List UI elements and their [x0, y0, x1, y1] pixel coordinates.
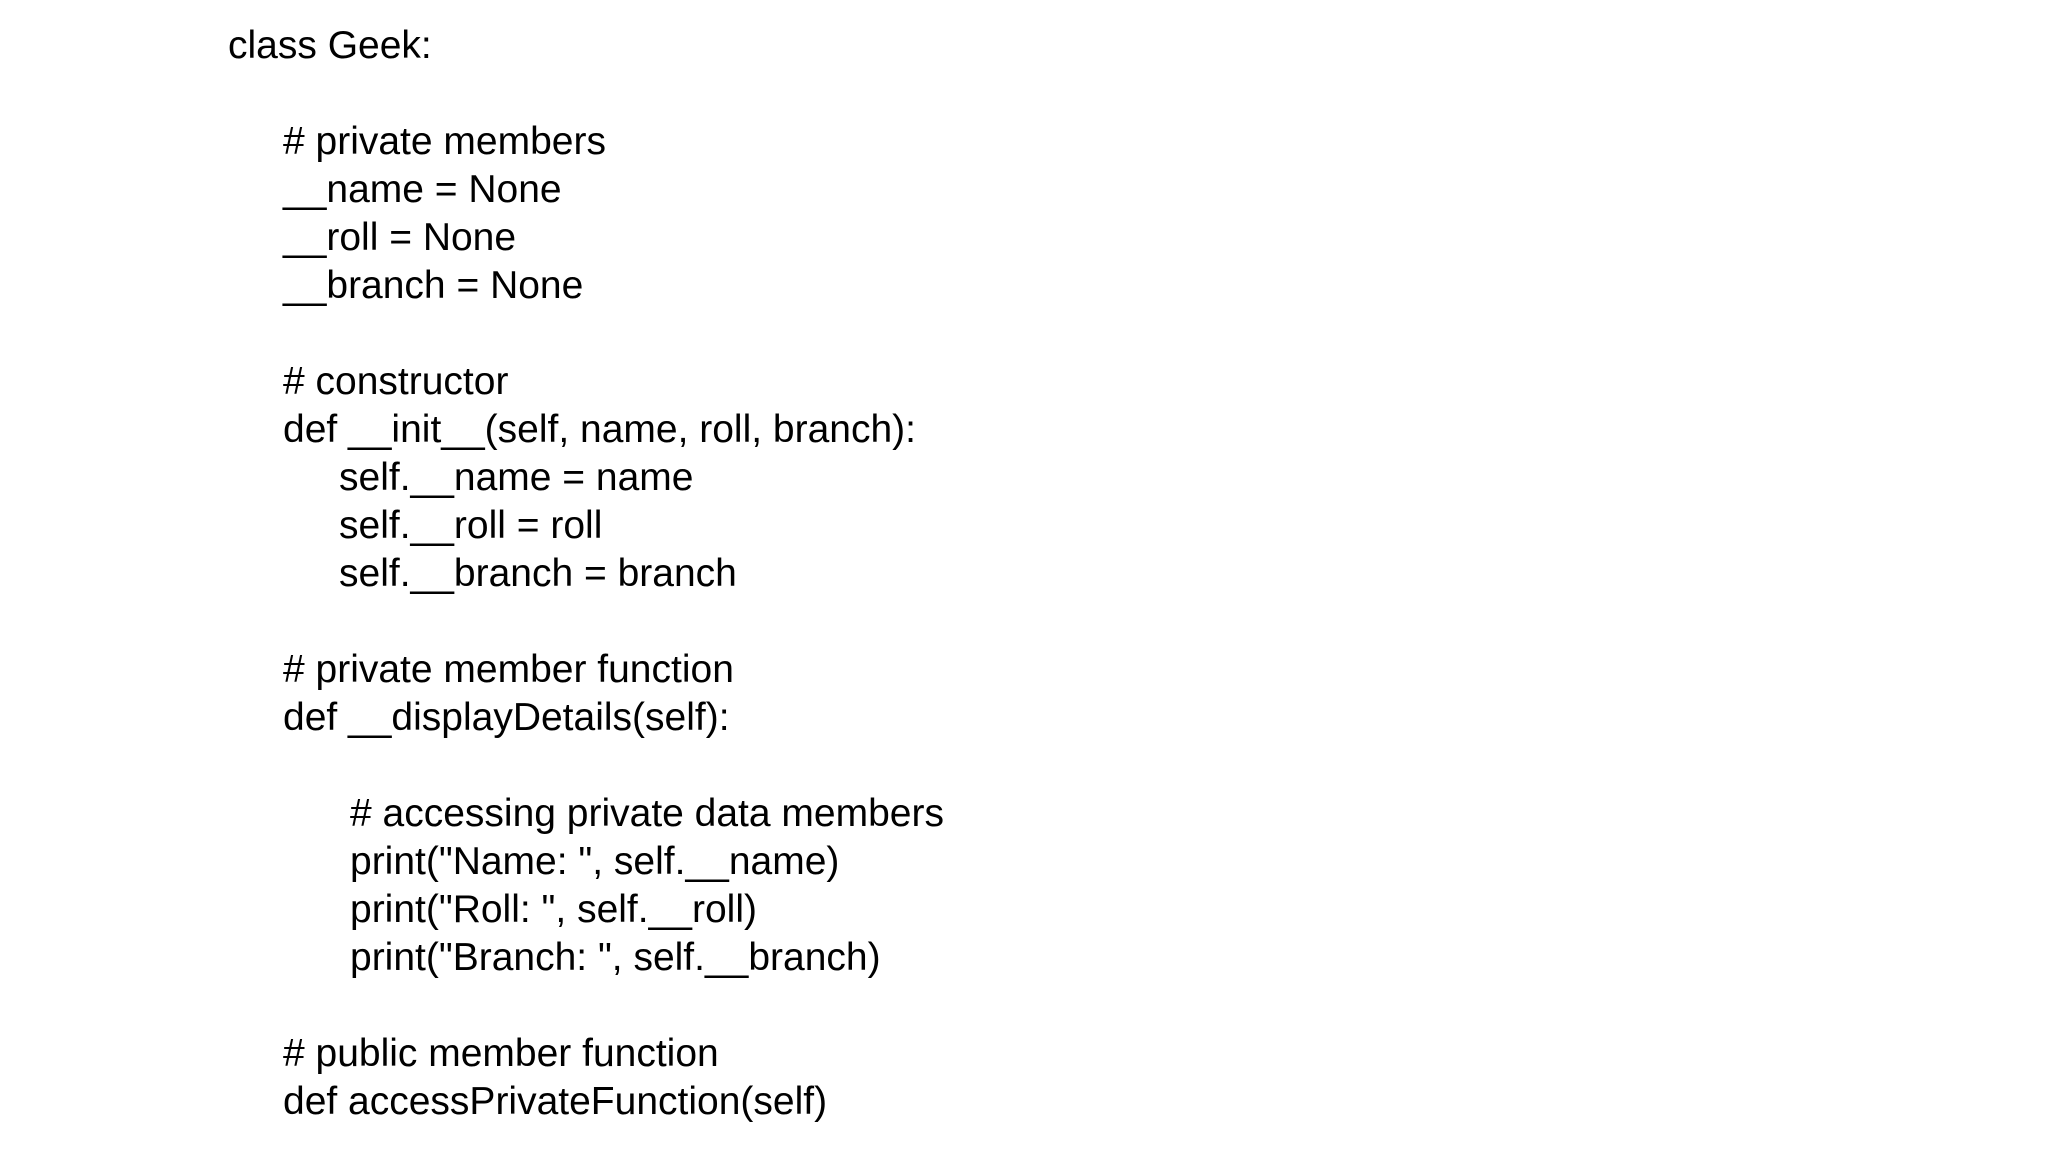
code-line-comment-private-members: # private members	[283, 120, 606, 163]
code-line-name-member: __name = None	[283, 168, 562, 211]
code-line-comment-public-function: # public member function	[283, 1032, 719, 1075]
code-line-roll-member: __roll = None	[283, 216, 517, 259]
code-line-init-definition: def __init__(self, name, roll, branch):	[283, 408, 916, 451]
code-line-comment-constructor: # constructor	[283, 360, 509, 403]
code-line-print-roll: print("Roll: ", self.__roll)	[350, 888, 757, 931]
code-line-class-declaration: class Geek:	[228, 24, 432, 67]
code-line-comment-accessing-members: # accessing private data members	[350, 792, 944, 835]
code-line-print-branch: print("Branch: ", self.__branch)	[350, 936, 881, 979]
code-line-assign-roll: self.__roll = roll	[339, 504, 603, 547]
code-line-display-details-definition: def __displayDetails(self):	[283, 696, 730, 739]
code-line-print-name: print("Name: ", self.__name)	[350, 840, 840, 883]
code-line-branch-member: __branch = None	[283, 264, 584, 307]
code-line-assign-branch: self.__branch = branch	[339, 552, 737, 595]
code-line-assign-name: self.__name = name	[339, 456, 694, 499]
code-line-access-private-function-definition: def accessPrivateFunction(self)	[283, 1080, 828, 1123]
code-line-comment-private-function: # private member function	[283, 648, 734, 691]
